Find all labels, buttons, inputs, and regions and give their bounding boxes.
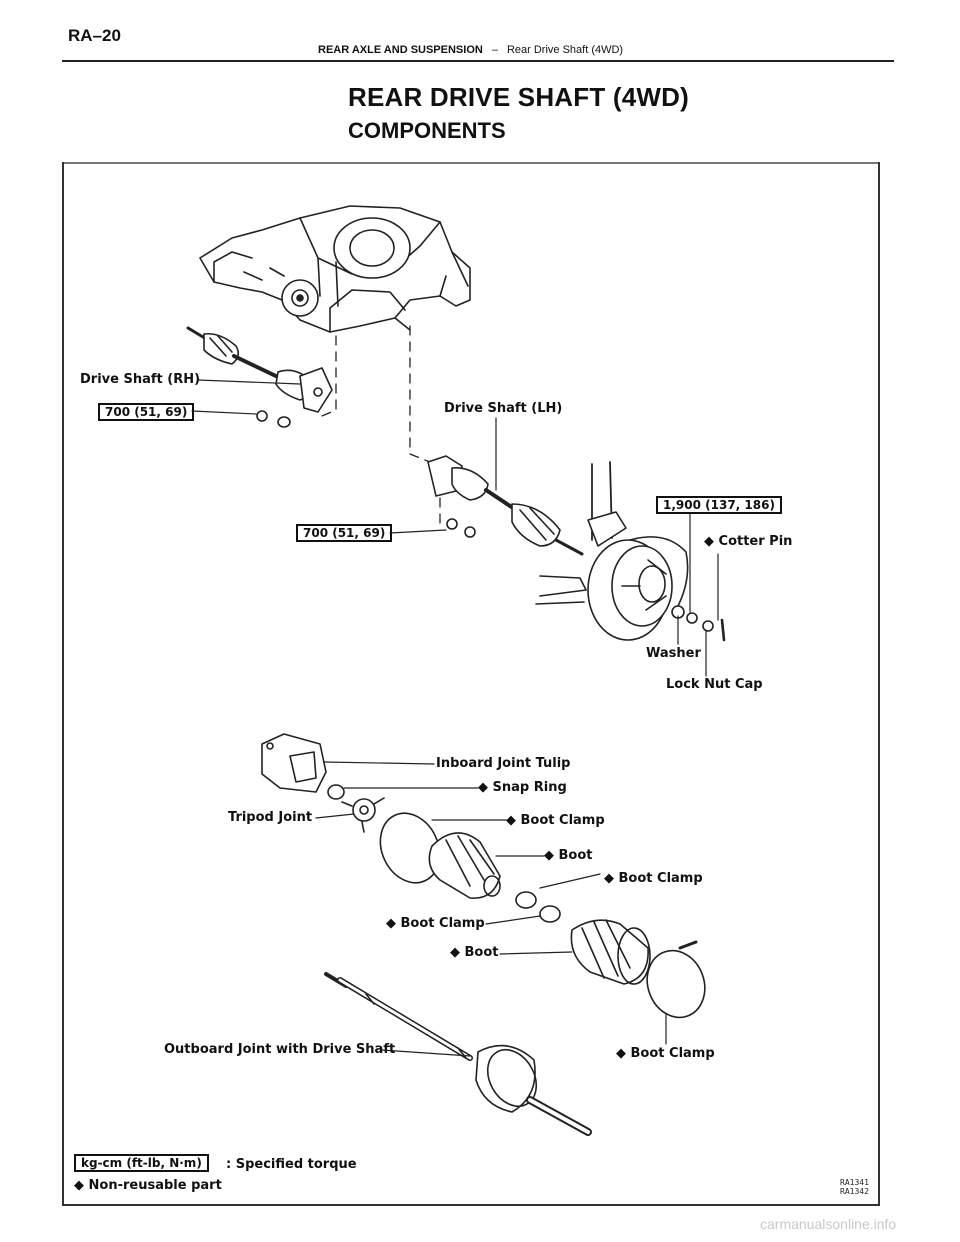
figure-frame — [62, 162, 880, 1206]
boot-clamp-small-part-2 — [539, 905, 561, 923]
section-title: COMPONENTS — [348, 118, 506, 143]
label-washer: Washer — [646, 646, 701, 661]
label-boot-clamp-1: ◆ Boot Clamp — [506, 813, 605, 828]
label-drive-shaft-lh: Drive Shaft (LH) — [444, 401, 563, 416]
watermark: carmanualsonline.info — [760, 1216, 897, 1232]
label-snap-ring: ◆ Snap Ring — [478, 780, 567, 795]
label-boot-clamp-3: ◆ Boot Clamp — [386, 916, 485, 931]
label-boot-2: ◆ Boot — [450, 945, 499, 960]
outboard-joint-shaft-part — [324, 972, 592, 1136]
torque-box-lock-nut: 1,900 (137, 186) — [656, 496, 782, 514]
alignment-lines — [321, 325, 441, 526]
snap-ring-part — [327, 784, 345, 800]
boot-clamp-large-part — [379, 812, 441, 884]
figure-code-2: RA1342 — [840, 1187, 869, 1196]
drive-shaft-lh — [427, 455, 584, 556]
torque-box-lh-nut: 700 (51, 69) — [296, 524, 393, 542]
leader-lines — [191, 379, 719, 1057]
header-separator: – — [491, 44, 498, 56]
label-tripod-joint: Tripod Joint — [228, 810, 313, 825]
nut-rh — [256, 410, 268, 422]
inboard-joint-tulip-part — [261, 733, 327, 793]
nut-lh — [446, 518, 458, 530]
differential-crossmember — [199, 205, 471, 333]
label-boot-clamp-4: ◆ Boot Clamp — [616, 1046, 715, 1061]
lock-nut — [686, 612, 698, 624]
header-section: REAR AXLE AND SUSPENSION–Rear Drive Shaf… — [318, 44, 623, 56]
boot-clamp-outboard-part — [646, 949, 706, 1019]
figure-frame-top — [62, 162, 880, 164]
boot-clamp-small-part — [515, 891, 537, 909]
header-rule — [62, 60, 894, 62]
figure-code-1: RA1341 — [840, 1178, 869, 1187]
torque-box-rh-nut: 700 (51, 69) — [98, 403, 195, 421]
label-cotter-pin: ◆ Cotter Pin — [704, 534, 793, 549]
label-boot-1: ◆ Boot — [544, 848, 593, 863]
label-inboard-joint-tulip: Inboard Joint Tulip — [436, 756, 571, 771]
outboard-boot-part — [570, 919, 651, 985]
legend-torque-desc: : Specified torque — [226, 1157, 357, 1172]
legend-non-reusable: ◆ Non-reusable part — [74, 1178, 222, 1193]
cotter-pin-part — [720, 618, 726, 642]
washer-rh — [277, 416, 291, 428]
label-lock-nut-cap: Lock Nut Cap — [666, 677, 763, 692]
tripod-joint-part — [341, 797, 385, 833]
inboard-boot-part — [428, 832, 501, 899]
drive-shaft-rh — [186, 326, 333, 413]
section-name: REAR AXLE AND SUSPENSION — [318, 44, 483, 56]
page-number: RA–20 — [68, 26, 121, 45]
label-boot-clamp-2: ◆ Boot Clamp — [604, 871, 703, 886]
rear-hub-assembly — [535, 461, 689, 641]
label-drive-shaft-rh: Drive Shaft (RH) — [80, 372, 201, 387]
lock-nut-cap-part — [702, 620, 714, 632]
subsection-name: Rear Drive Shaft (4WD) — [506, 44, 624, 56]
page-title: REAR DRIVE SHAFT (4WD) — [348, 82, 689, 112]
washer-lh — [464, 526, 476, 538]
legend-torque-unit: kg-cm (ft-lb, N·m) — [74, 1154, 209, 1172]
label-outboard-joint: Outboard Joint with Drive Shaft — [164, 1042, 396, 1057]
